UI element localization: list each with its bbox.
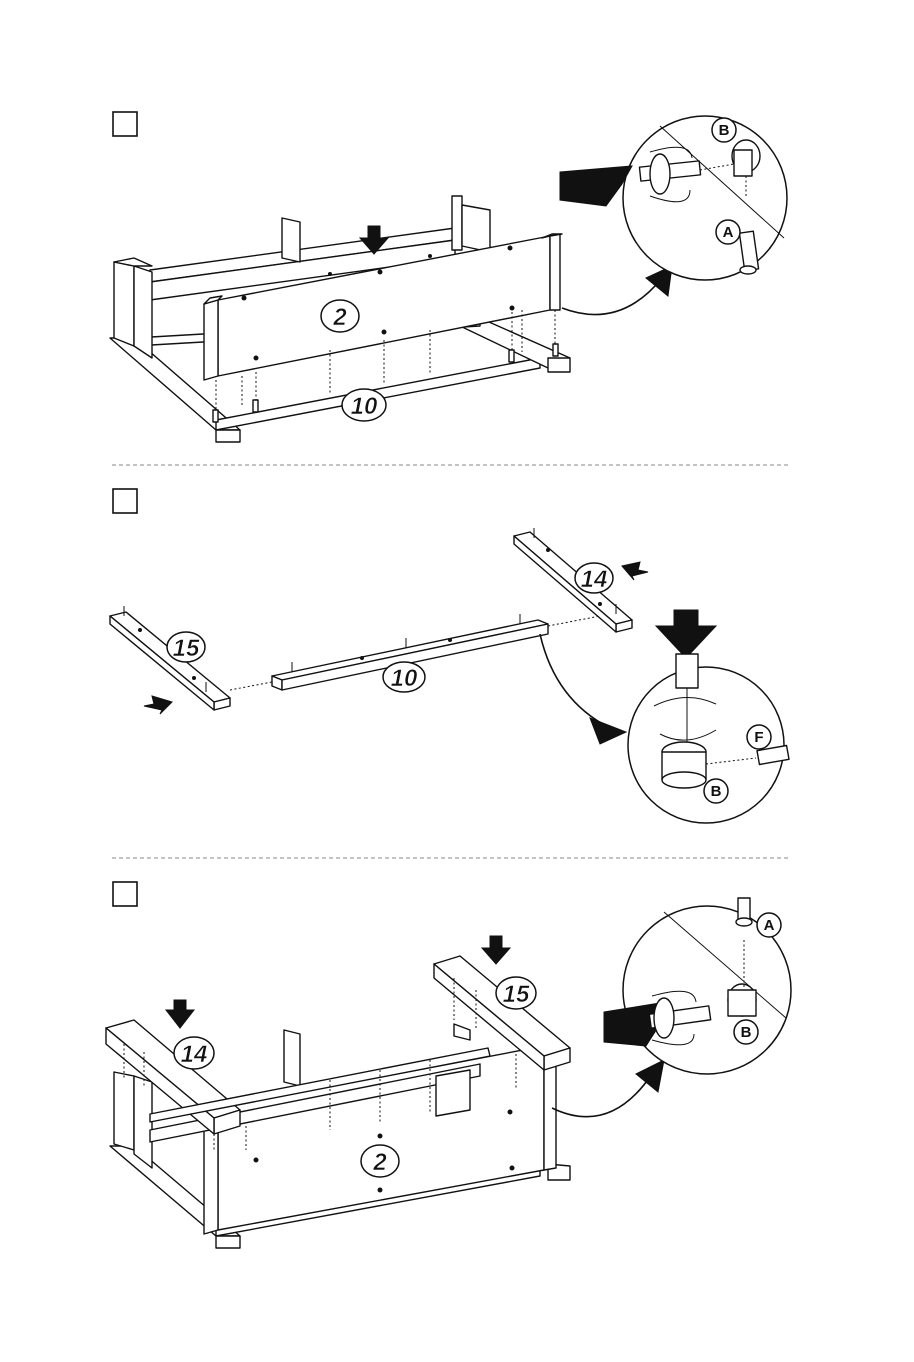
step-2-part-label-15: 15	[167, 632, 205, 662]
step-2-press-arrow-icon	[656, 610, 716, 658]
step-3-part-label-2: 2	[361, 1145, 399, 1177]
step-2-detail-callout: F B	[628, 610, 789, 823]
step-2-arrow-left-icon	[622, 562, 648, 580]
svg-text:A: A	[723, 224, 734, 241]
step-2-detail-pointer	[540, 634, 610, 728]
step-1-detail-callout: B A	[560, 116, 787, 280]
step-1: 2 10	[110, 112, 787, 442]
svg-text:A: A	[764, 917, 775, 934]
step-1-fastener-label-a: A	[716, 220, 740, 244]
svg-text:15: 15	[173, 635, 200, 662]
svg-text:15: 15	[503, 981, 530, 1008]
step-3-cam-bolt-a-icon	[736, 898, 752, 926]
step-1-box	[113, 112, 137, 136]
step-1-fastener-label-b: B	[712, 118, 736, 142]
svg-text:B: B	[711, 783, 722, 800]
step-2-part-label-14: 14	[575, 563, 613, 593]
step-2-fastener-label-f: F	[747, 725, 771, 749]
step-3-detail-pointer	[552, 1074, 652, 1117]
step-3-detail-callout: A B	[604, 898, 791, 1074]
step-1-part-label-2: 2	[321, 300, 359, 332]
svg-text:14: 14	[581, 566, 608, 593]
step-2-side-rail-14	[514, 528, 632, 632]
svg-text:2: 2	[372, 1149, 387, 1176]
svg-text:B: B	[719, 122, 730, 139]
step-3-down-arrow-left-icon	[166, 1000, 194, 1028]
step-3: 15 14 2	[106, 882, 791, 1248]
step-3-part-label-15: 15	[496, 977, 536, 1009]
step-2-curved-arrow-head-icon	[590, 718, 626, 744]
step-1-push-arrow-icon	[560, 166, 632, 206]
svg-text:B: B	[741, 1024, 752, 1041]
step-2-box	[113, 489, 137, 513]
step-3-box	[113, 882, 137, 906]
step-3-fastener-label-b: B	[734, 1020, 758, 1044]
svg-text:10: 10	[391, 665, 418, 692]
step-3-curved-arrow-head-icon	[636, 1060, 664, 1092]
step-3-fastener-label-a: A	[757, 913, 781, 937]
step-2-side-rail-15	[110, 606, 230, 710]
svg-text:2: 2	[332, 304, 347, 331]
step-2: 14 15 10	[110, 489, 789, 823]
svg-text:14: 14	[181, 1041, 208, 1068]
step-3-down-arrow-right-icon	[482, 936, 510, 964]
step-2-arrow-right-icon	[144, 696, 172, 714]
step-1-part-label-10: 10	[342, 389, 386, 421]
svg-text:F: F	[754, 729, 763, 746]
svg-text:10: 10	[351, 393, 378, 420]
step-3-part-label-14: 14	[174, 1037, 214, 1069]
step-1-detail-pointer	[562, 278, 662, 315]
step-2-fastener-label-b: B	[704, 779, 728, 803]
step-2-part-label-10: 10	[383, 662, 425, 692]
